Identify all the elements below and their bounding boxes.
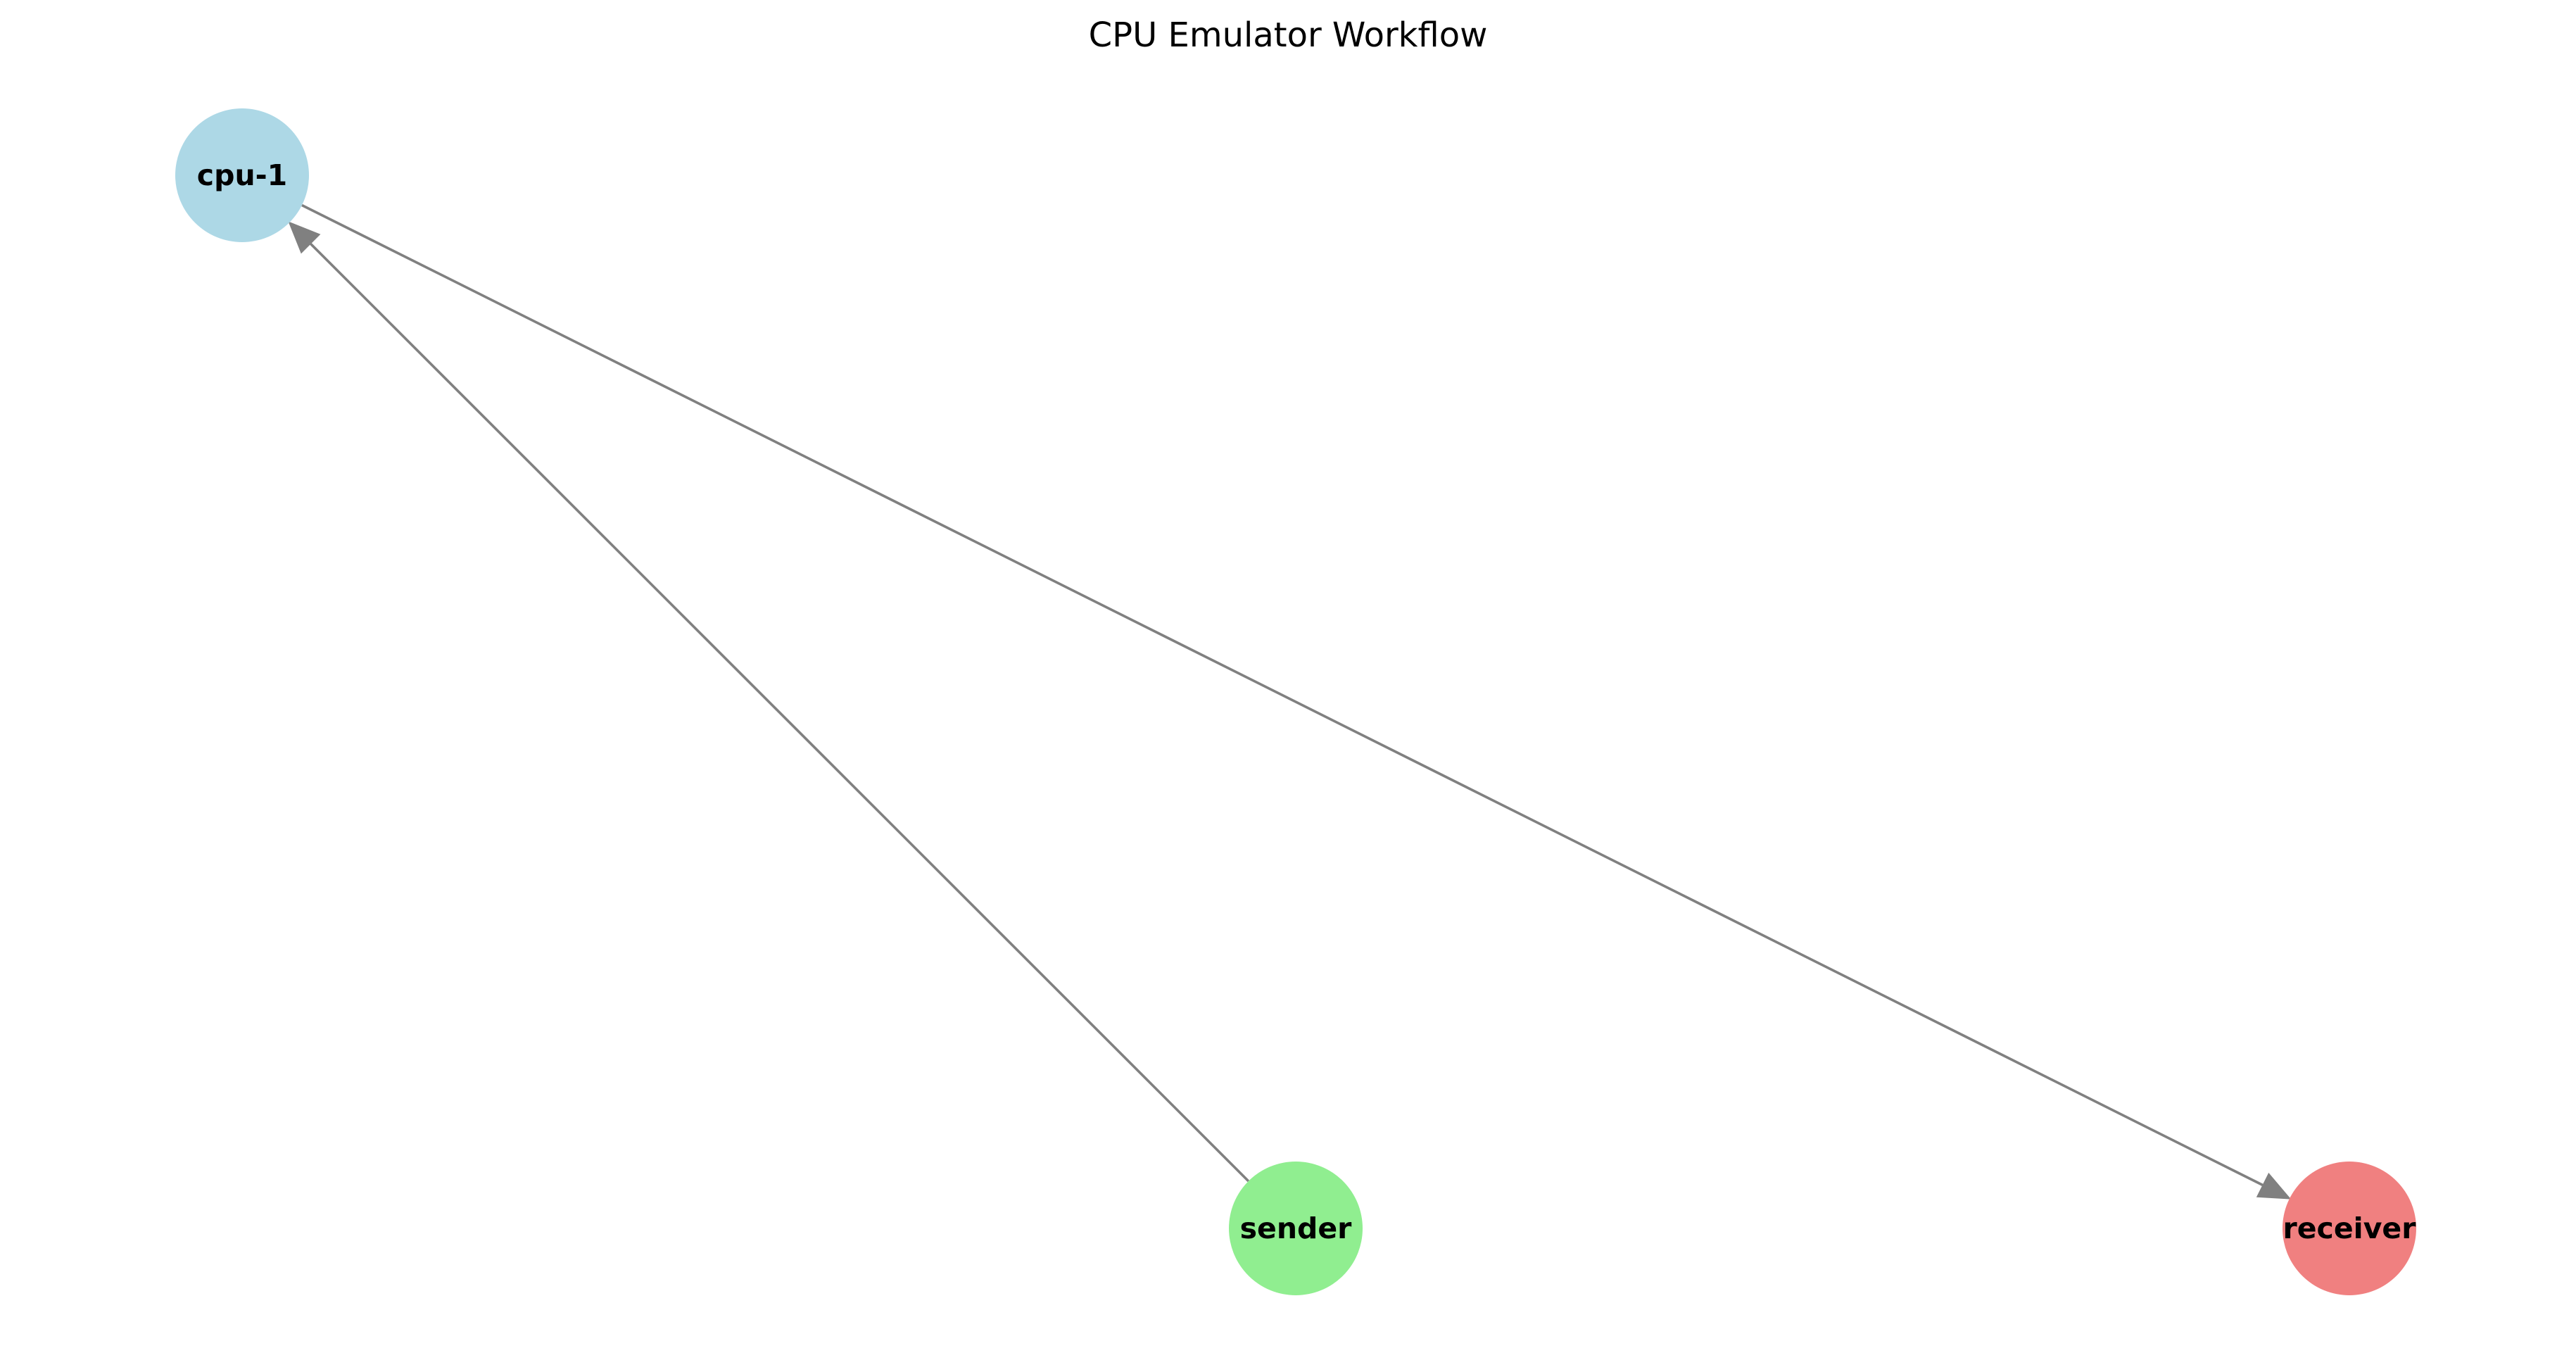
edges-layer xyxy=(288,203,2292,1200)
node-circle-cpu-1 xyxy=(175,108,309,242)
node-label-receiver: receiver xyxy=(2283,1212,2417,1245)
node-circle-receiver xyxy=(2283,1162,2416,1295)
node-receiver[interactable]: receiver xyxy=(2283,1162,2416,1295)
edge-line-cpu-1-to-receiver xyxy=(301,203,2264,1187)
node-circle-sender xyxy=(1229,1162,1363,1295)
node-cpu-1[interactable]: cpu-1 xyxy=(175,108,309,242)
arrowhead-icon xyxy=(288,221,321,254)
arrowhead-icon xyxy=(2256,1172,2292,1200)
diagram-title: CPU Emulator Workflow xyxy=(1089,15,1488,55)
edge-cpu-1-to-receiver xyxy=(301,203,2292,1200)
node-label-sender: sender xyxy=(1240,1212,1353,1245)
edge-line-sender-to-cpu-1 xyxy=(309,242,1250,1183)
node-sender[interactable]: sender xyxy=(1229,1162,1363,1295)
nodes-layer: cpu-1 sender receiver xyxy=(175,108,2416,1295)
edge-sender-to-cpu-1 xyxy=(288,221,1250,1183)
node-label-cpu-1: cpu-1 xyxy=(197,158,287,192)
